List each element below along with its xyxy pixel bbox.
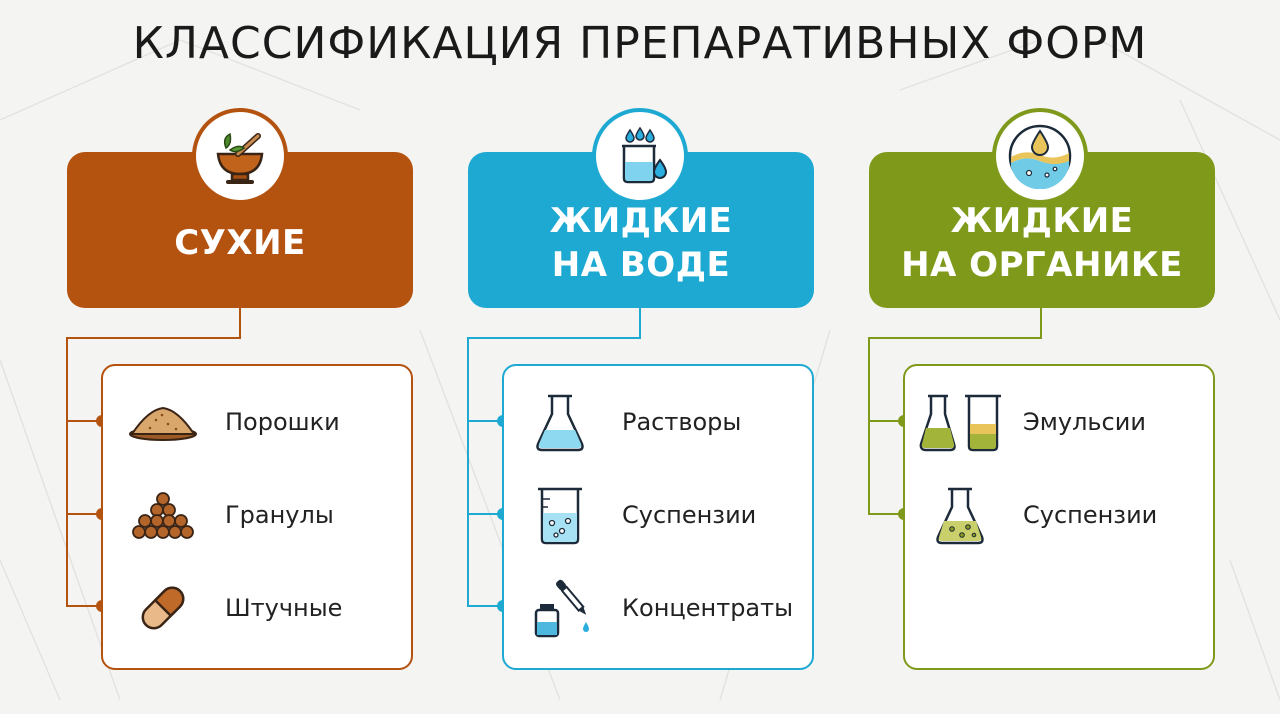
- flask-icon: [522, 390, 598, 454]
- capsule-icon: [125, 576, 201, 640]
- flask-particles-icon: [915, 483, 1005, 547]
- granules-icon: [125, 483, 201, 547]
- list-item-granules: Гранулы: [125, 483, 334, 547]
- water-beaker-icon: [592, 108, 688, 204]
- header-water-line-2: НА ВОДЕ: [551, 245, 731, 285]
- list-item-label: Суспензии: [622, 501, 757, 529]
- list-item-suspensions-organic: Суспензии: [915, 483, 1157, 547]
- list-organic: Эмульсии Суспензии: [903, 364, 1215, 670]
- oil-drop-icon: [992, 108, 1088, 204]
- list-item-concentrates: Концентраты: [522, 576, 793, 640]
- list-dry: Порошки Гранулы Штучные: [101, 364, 413, 670]
- list-item-label: Гранулы: [225, 501, 334, 529]
- list-item-label: Суспензии: [1023, 501, 1158, 529]
- dropper-bottle-icon: [522, 576, 598, 640]
- header-organic-line-1: ЖИДКИЕ: [950, 201, 1134, 241]
- header-organic-line-2: НА ОРГАНИКЕ: [901, 245, 1183, 285]
- two-flasks-icon: [915, 390, 1005, 454]
- list-item-suspensions: Суспензии: [522, 483, 756, 547]
- list-item-solutions: Растворы: [522, 390, 741, 454]
- list-item-powders: Порошки: [125, 390, 340, 454]
- mortar-pestle-icon: [192, 108, 288, 204]
- beaker-bubbles-icon: [522, 483, 598, 547]
- header-dry: СУХИЕ: [67, 152, 413, 308]
- list-item-label: Концентраты: [622, 594, 794, 622]
- list-item-emulsions: Эмульсии: [915, 390, 1146, 454]
- powder-pile-icon: [125, 390, 201, 454]
- list-item-label: Порошки: [225, 408, 340, 436]
- list-item-pieces: Штучные: [125, 576, 342, 640]
- list-item-label: Эмульсии: [1023, 408, 1146, 436]
- header-dry-line: СУХИЕ: [174, 223, 306, 263]
- header-water-line-1: ЖИДКИЕ: [549, 201, 733, 241]
- list-water: Растворы Суспензии: [502, 364, 814, 670]
- page-title: КЛАССИФИКАЦИЯ ПРЕПАРАТИВНЫХ ФОРМ: [132, 18, 1148, 69]
- list-item-label: Штучные: [225, 594, 343, 622]
- list-item-label: Растворы: [622, 408, 742, 436]
